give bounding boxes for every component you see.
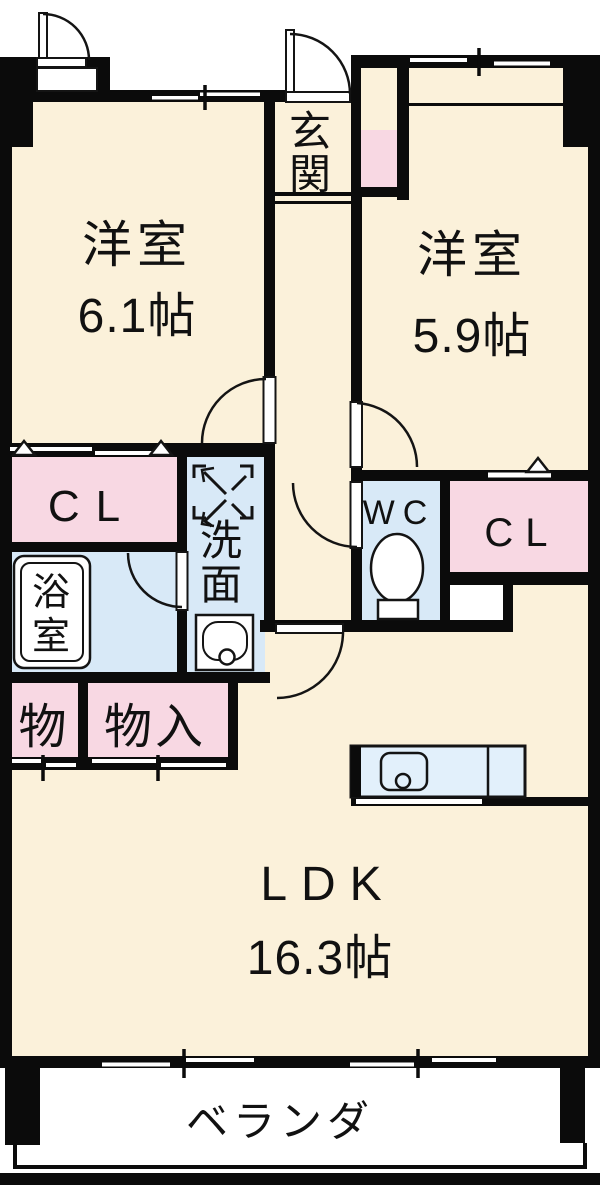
window-west2-top <box>410 58 467 62</box>
door-leaf-bathroom <box>175 551 189 611</box>
veranda-pillar-left <box>5 1062 40 1145</box>
closet-right-area <box>450 481 588 572</box>
closet-left-area <box>10 457 177 542</box>
room-label-washroom: 面 <box>200 561 242 608</box>
folding-door-mark <box>10 438 38 457</box>
door-arc-bathroom <box>126 552 183 609</box>
folding-door-mark <box>524 455 552 474</box>
room-label-storage: 物入 <box>104 701 206 754</box>
room-label-wc: WC <box>363 494 436 532</box>
room-label-ldk-name: LDK <box>260 858 395 911</box>
door-leaf-hall-ldk <box>275 623 344 634</box>
room-label-ldk-size: 16.3帖 <box>247 932 393 985</box>
wall-segment <box>0 672 270 683</box>
door-arc-western2 <box>356 401 419 468</box>
wall-segment <box>351 55 361 200</box>
wall-segment <box>351 470 600 481</box>
storage-small-area <box>10 683 78 757</box>
shoe-cabinet <box>361 130 397 188</box>
fixtures <box>12 464 527 804</box>
window-ldk-a <box>102 1062 170 1067</box>
wall-segment <box>0 443 275 457</box>
storage-small-track <box>12 759 41 763</box>
wall-segment <box>12 1056 588 1068</box>
room-label-western2-size: 5.9帖 <box>413 310 532 363</box>
veranda-pillar-right <box>560 1068 585 1143</box>
window-west2-top <box>494 61 550 66</box>
door-arc-porch <box>42 12 91 61</box>
room-label-western1-size: 6.1帖 <box>78 290 197 343</box>
room-label-western1-name: 洋室 <box>82 217 192 273</box>
wall-segment <box>228 683 238 770</box>
door-arc-western1 <box>200 377 267 444</box>
closet-marks <box>10 438 552 478</box>
windows <box>12 48 550 1078</box>
door-leaf-entrance <box>285 29 295 95</box>
door-leaf-wc <box>349 481 363 549</box>
wall-segment <box>264 92 275 632</box>
window-west1-top <box>152 96 198 100</box>
doors <box>36 12 419 700</box>
window-west1-top <box>200 92 260 96</box>
veranda-rail <box>13 1165 587 1169</box>
door-threshold-entrance <box>285 91 351 103</box>
door-leaf-porch <box>38 12 48 61</box>
room-label-storage-small: 物 <box>18 701 69 754</box>
door-arc-entrance <box>289 32 352 95</box>
folding-door-mark <box>147 438 175 457</box>
window-ldk-b <box>432 1058 496 1062</box>
wall-segment <box>440 470 450 632</box>
wall-segment <box>353 55 600 68</box>
storage-track <box>161 763 226 767</box>
room-label-entrance: 関 <box>289 151 331 198</box>
room-label-entrance: 玄 <box>289 108 331 155</box>
room-label-bathroom: 室 <box>32 616 70 658</box>
room-label-washroom: 洗 <box>200 517 242 564</box>
room-label-bathroom: 浴 <box>32 572 70 614</box>
storage-small-track <box>46 763 76 767</box>
door-leaf-western1 <box>262 376 277 444</box>
washer-icon <box>192 464 254 528</box>
bathtub-icon <box>12 554 92 670</box>
storage-track <box>92 759 156 763</box>
toilet-icon <box>369 532 425 621</box>
door-arc-hall-ldk <box>276 631 345 700</box>
entrance-step-line <box>273 192 352 196</box>
veranda-rail <box>583 1143 587 1169</box>
room-label-closet-left: CL <box>48 482 136 531</box>
wall-segment <box>0 542 187 552</box>
door-leaf-western2 <box>349 401 363 468</box>
wall-segment <box>503 585 513 632</box>
window-ldk-b <box>350 1062 414 1067</box>
sink-icon <box>194 613 255 672</box>
porch-alcove <box>36 67 98 92</box>
beam-line <box>409 103 563 106</box>
site-edge-bar <box>0 1173 600 1185</box>
wall-segment <box>0 57 12 1068</box>
kitchen-counter-icon <box>349 744 527 804</box>
door-threshold-porch <box>36 57 87 68</box>
wall-segment <box>440 572 600 585</box>
entrance-step-line <box>273 201 352 204</box>
wall-segment <box>78 683 88 770</box>
wall-segment <box>351 187 409 197</box>
room-label-western2-name: 洋室 <box>417 227 527 283</box>
labels: 洋室 6.1帖 洋室 5.9帖 玄 関 CL 洗 面 浴 室 WC CL 物 物… <box>18 108 559 1145</box>
veranda-rail <box>13 1145 17 1169</box>
room-label-veranda: ベランダ <box>186 1098 374 1145</box>
door-arc-wc <box>291 482 358 549</box>
wall-segment <box>397 55 409 200</box>
storage-area <box>88 683 228 757</box>
pipe-space <box>450 585 503 620</box>
room-label-closet-right: CL <box>484 511 559 555</box>
window-ldk-a <box>186 1058 254 1062</box>
wall-segment <box>588 55 600 1068</box>
